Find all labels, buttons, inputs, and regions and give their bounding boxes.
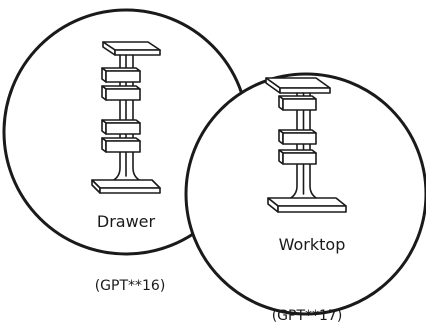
drawer-label: Drawer (96, 212, 156, 231)
drawer-pedestal-icon (91, 41, 161, 194)
worktop-code: (GPT**17) (271, 308, 343, 324)
drawer-code: (GPT**16) (94, 278, 166, 294)
worktop-circle (184, 72, 426, 316)
worktop-label: Worktop (278, 235, 346, 254)
worktop-pedestal-icon (265, 77, 347, 213)
